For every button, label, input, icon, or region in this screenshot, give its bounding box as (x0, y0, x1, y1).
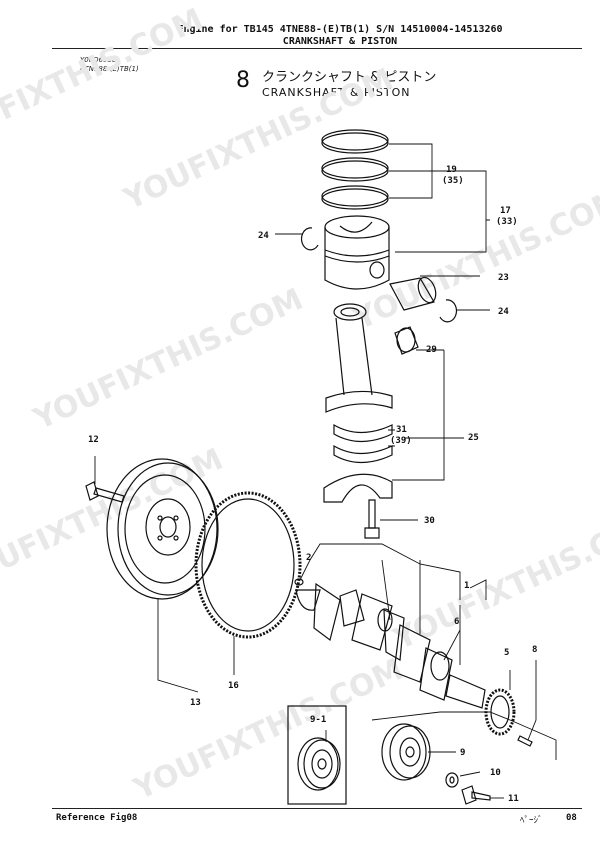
callout-10: 10 (490, 768, 501, 778)
callout-16: 16 (228, 681, 239, 691)
flywheel (106, 458, 219, 600)
callout-19: 19 (446, 165, 457, 175)
header-title-line1: Engine for TB145 4TNE88-(E)TB(1) S/N 145… (177, 24, 503, 35)
detail-box-9-1 (287, 705, 347, 805)
footer-reference: Reference Fig08 (56, 813, 138, 823)
leader-lines (94, 143, 557, 799)
callout-30: 30 (424, 516, 435, 526)
callout-35: (35) (442, 176, 464, 186)
figure-number: 8 (236, 68, 250, 93)
callout-8: 8 (532, 645, 537, 655)
washer (445, 772, 459, 788)
header-title-line2: CRANKSHAFT & PISTON (282, 36, 398, 47)
callout-2: 2 (306, 553, 311, 563)
pulley-bolt (461, 785, 491, 805)
callout-labels: 19 (35) 17 (33) 24 23 24 29 31 (39) 25 3… (88, 165, 537, 804)
callout-29: 29 (426, 345, 437, 355)
connecting-rod (325, 303, 393, 413)
callout-12: 12 (88, 435, 99, 445)
callout-39: (39) (390, 436, 412, 446)
watermark-text: YOUFIXTHIS.COM (128, 652, 409, 808)
header-rule (52, 48, 582, 49)
pulley-9-1 (297, 737, 341, 791)
watermark-text: YOUFIXTHIS.COM (118, 62, 399, 218)
snap-ring-left (300, 227, 319, 251)
callout-17: 17 (500, 206, 511, 216)
watermark-text: YOUFIXTHIS.COM (0, 2, 208, 158)
title-english: CRANKSHAFT & PISTON (262, 86, 411, 99)
piston-pin (389, 276, 437, 311)
bearing-shell-upper (333, 423, 393, 443)
dowel-pin (294, 578, 304, 586)
small-end-bushing (394, 326, 419, 355)
callout-5: 5 (504, 648, 509, 658)
title-japanese: クランクシャフト & ピストン (262, 70, 437, 85)
ring-gear (194, 491, 302, 639)
sheet-model: 4TNE88-(E)TB(1) (80, 65, 139, 73)
bearing-shell-lower (333, 444, 393, 464)
callout-24-left: 24 (258, 231, 269, 241)
callout-25: 25 (468, 433, 479, 443)
watermark-text: YOUFIXTHIS.COM (28, 282, 309, 438)
callout-24-right: 24 (498, 307, 509, 317)
crankshaft (295, 582, 486, 709)
callout-23: 23 (498, 273, 509, 283)
piston-rings (321, 129, 389, 210)
piston (324, 215, 390, 290)
watermark-text: YOUFIXTHIS.COM (348, 182, 600, 338)
callout-9: 9 (460, 748, 465, 758)
rod-cap (323, 473, 393, 503)
footer-page-label: ﾍﾟｰｼﾞ (520, 816, 543, 826)
pulley-9 (381, 723, 431, 781)
snap-ring-right (439, 299, 458, 323)
callout-11: 11 (508, 794, 519, 804)
callout-9-1: 9-1 (310, 715, 326, 725)
footer-rule (52, 808, 582, 809)
footer-page-number: 08 (566, 813, 577, 823)
callout-1: 1 (464, 581, 469, 591)
watermark-text: YOUFIXTHIS.COM (0, 442, 228, 598)
gear-key (517, 735, 533, 747)
callout-13: 13 (190, 698, 201, 708)
callout-6: 6 (454, 617, 459, 627)
callout-31: 31 (396, 425, 407, 435)
sheet-code: Y00D6850 (80, 56, 117, 64)
callout-33: (33) (496, 217, 518, 227)
rod-bolt (364, 499, 380, 539)
